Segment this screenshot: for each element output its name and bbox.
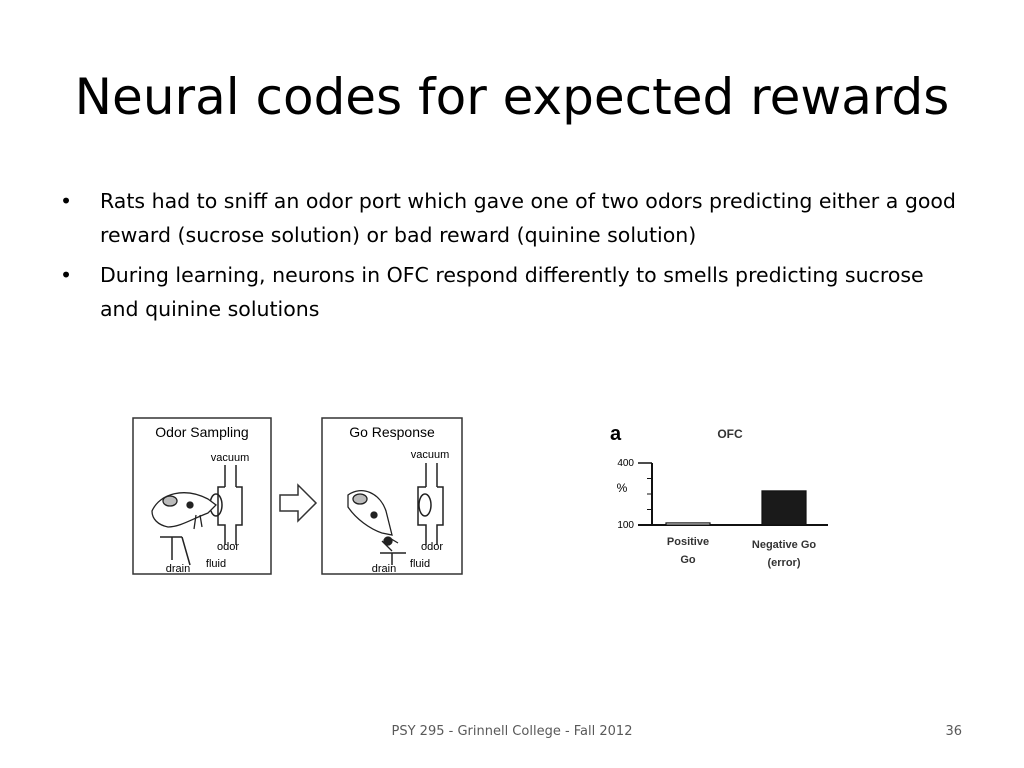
bar xyxy=(761,490,807,526)
bullet-item: • During learning, neurons in OFC respon… xyxy=(60,258,960,326)
y-tick-label: 400 xyxy=(617,458,634,469)
bullet-text: Rats had to sniff an odor port which gav… xyxy=(100,189,956,247)
chart-title: OFC xyxy=(717,427,743,441)
rat-head-icon xyxy=(151,492,217,566)
right-arrow-icon xyxy=(279,483,318,523)
vacuum-label: vacuum xyxy=(411,449,450,461)
panel-title: Odor Sampling xyxy=(155,424,248,440)
drain-label: drain xyxy=(372,563,396,575)
slide-title: Neural codes for expected rewards xyxy=(74,68,950,126)
footer-text: PSY 295 - Grinnell College - Fall 2012 xyxy=(391,724,633,739)
task-diagram: Odor Sampling vacuum odor fluid drain Go… xyxy=(132,417,463,575)
chart-bars xyxy=(665,490,807,526)
fluid-label: fluid xyxy=(410,558,430,570)
go-response-panel: Go Response vacuum odor fluid drain xyxy=(321,417,463,575)
y-tick-label: 100 xyxy=(617,520,634,531)
odor-label: odor xyxy=(421,541,443,553)
rat-head-icon xyxy=(347,490,406,565)
x-tick-label: (error) xyxy=(767,557,800,569)
panel-title: Go Response xyxy=(349,424,435,440)
odor-sampling-panel: Odor Sampling vacuum odor fluid drain xyxy=(132,417,272,575)
odor-label: odor xyxy=(217,541,239,553)
bullet-list: • Rats had to sniff an odor port which g… xyxy=(60,184,960,332)
ofc-bar-chart: a OFC % 400 100 Positive Go Negative Go … xyxy=(610,423,828,569)
vacuum-label: vacuum xyxy=(211,452,250,464)
bullet-dot-icon: • xyxy=(60,263,73,287)
fluid-label: fluid xyxy=(206,558,226,570)
x-tick-label: Negative Go xyxy=(752,539,816,551)
x-tick-label: Positive xyxy=(667,536,709,548)
y-axis-label: % xyxy=(617,481,628,495)
page-number: 36 xyxy=(945,724,962,739)
bar xyxy=(665,522,711,526)
bullet-dot-icon: • xyxy=(60,189,73,213)
panel-label: a xyxy=(610,423,622,445)
drain-label: drain xyxy=(166,563,190,575)
odor-port-icon xyxy=(417,463,444,545)
x-tick-label: Go xyxy=(680,554,696,566)
bullet-item: • Rats had to sniff an odor port which g… xyxy=(60,184,960,252)
bullet-text: During learning, neurons in OFC respond … xyxy=(100,263,924,321)
